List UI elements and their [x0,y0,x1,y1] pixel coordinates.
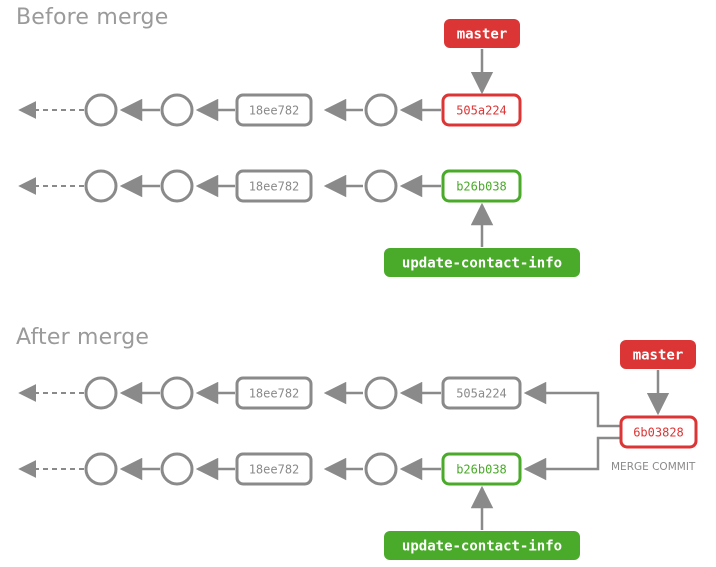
after-row-feature: 18ee782 b26b038 [18,452,522,486]
commit-hash: 505a224 [456,387,507,401]
before-row-feature: 18ee782 b26b038 [18,169,522,203]
commit-box[interactable] [235,93,313,127]
branch-label[interactable] [384,531,580,560]
commit-node[interactable] [364,93,398,127]
branch-label[interactable] [620,340,696,369]
commit-box[interactable] [235,376,313,410]
merge-commit-caption: MERGE COMMIT [611,461,696,473]
commit-node[interactable] [84,452,118,486]
commit-node[interactable] [160,93,194,127]
commit-box[interactable] [235,169,313,203]
commit-box[interactable] [235,452,313,486]
head-commit-box[interactable] [441,452,522,486]
commit-hash: b26b038 [456,180,507,194]
before-master-branch: master [444,19,520,95]
commit-hash: 18ee782 [249,463,300,477]
commit-node[interactable] [160,169,194,203]
before-merge-title: Before merge [16,5,169,30]
branch-label[interactable] [384,248,580,277]
head-commit-box[interactable] [441,169,522,203]
after-master-branch: master [620,340,696,416]
merge-parent-arrow [523,381,620,428]
commit-hash: 6b03828 [633,426,684,440]
commit-node[interactable] [160,376,194,410]
branch-name: update-contact-info [402,539,562,555]
merge-parent-arrow [523,436,620,481]
after-merge-title: After merge [16,325,150,350]
commit-hash: b26b038 [456,463,507,477]
commit-node[interactable] [160,452,194,486]
commit-node[interactable] [84,169,118,203]
merge-commit-box[interactable] [619,415,698,449]
commit-node[interactable] [364,376,398,410]
branch-name: update-contact-info [402,256,562,272]
branch-name: master [633,348,684,364]
head-commit-box[interactable] [441,93,522,127]
commit-box[interactable] [441,376,522,410]
before-row-master: 18ee782 505a224 [18,93,522,127]
branch-label[interactable] [444,19,520,48]
after-row-master: 18ee782 505a224 [18,376,522,410]
merge-commit-group: 6b03828 MERGE COMMIT [523,381,698,481]
commit-node[interactable] [84,376,118,410]
commit-hash: 18ee782 [249,387,300,401]
branch-name: master [457,27,508,43]
commit-node[interactable] [84,93,118,127]
commit-node[interactable] [364,169,398,203]
after-feature-branch: update-contact-info [384,485,580,560]
commit-node[interactable] [364,452,398,486]
before-feature-branch: update-contact-info [384,202,580,277]
commit-hash: 505a224 [456,104,507,118]
commit-hash: 18ee782 [249,180,300,194]
commit-hash: 18ee782 [249,104,300,118]
